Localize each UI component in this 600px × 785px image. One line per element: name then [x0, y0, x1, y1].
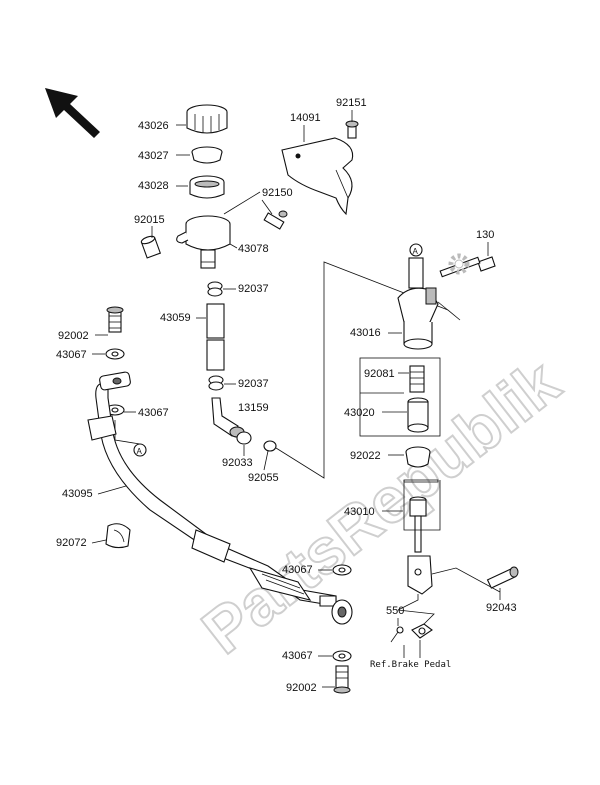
label-14091: 14091 [290, 112, 321, 124]
label-92037-lower: 92037 [238, 378, 269, 390]
label-92072: 92072 [56, 537, 87, 549]
piston-kit-box [359, 357, 441, 437]
svg-text:A: A [137, 447, 143, 456]
reservoir-cap-43026 [186, 104, 228, 134]
label-92002-lower: 92002 [286, 682, 317, 694]
label-43078: 43078 [238, 243, 269, 255]
front-direction-arrow-icon [45, 88, 100, 138]
circle-marker-a-lower: A [133, 443, 147, 457]
push-rod-43010 [409, 496, 427, 553]
svg-text:A: A [413, 247, 419, 256]
o-ring-92033 [236, 431, 252, 445]
circlip-92022 [405, 446, 431, 468]
circle-marker-a-upper: A [409, 243, 423, 257]
label-43095: 43095 [62, 488, 93, 500]
hose-clamp-92037-lower [208, 375, 224, 391]
o-ring-92055 [263, 440, 277, 452]
pin-92043 [486, 566, 519, 589]
gear-icon [448, 253, 470, 275]
washer [411, 623, 433, 639]
banjo-bolt-92002-upper [106, 306, 124, 333]
label-43026: 43026 [138, 120, 169, 132]
master-cylinder-43016 [397, 257, 439, 350]
diaphragm-43028 [189, 175, 225, 199]
clevis-joint [407, 555, 433, 595]
label-92002-upper: 92002 [58, 330, 89, 342]
washer-43067-c [332, 564, 352, 576]
label-92055: 92055 [248, 472, 279, 484]
piston-43020 [407, 397, 429, 433]
banjo-bolt-92002-lower [333, 665, 351, 694]
ref-brake-pedal-note: Ref.Brake Pedal [370, 660, 451, 670]
label-92151: 92151 [336, 97, 367, 109]
reservoir-hose-43059 [206, 303, 225, 371]
label-43059: 43059 [160, 312, 191, 324]
label-43067-c: 43067 [282, 564, 313, 576]
label-92150: 92150 [262, 187, 293, 199]
reservoir-43078 [176, 215, 231, 269]
label-92081: 92081 [364, 368, 395, 380]
label-43067-d: 43067 [282, 650, 313, 662]
banjo-fitting-lower [331, 599, 353, 625]
guard-14091 [281, 137, 354, 216]
label-92015: 92015 [134, 214, 165, 226]
label-43027: 43027 [138, 150, 169, 162]
spring-92081 [409, 365, 425, 393]
diaphragm-plate-43027 [191, 146, 223, 164]
label-43067-a: 43067 [56, 349, 87, 361]
label-92033: 92033 [222, 457, 253, 469]
label-550: 550 [386, 605, 404, 617]
cotter-pin-550 [390, 626, 404, 643]
washer-43067-d [332, 650, 352, 662]
watermark: PartsRepublik [189, 346, 573, 668]
hose-clamp-92037-upper [207, 281, 223, 297]
label-13159: 13159 [238, 402, 269, 414]
label-43067-b: 43067 [138, 407, 169, 419]
label-92037-upper: 92037 [238, 283, 269, 295]
label-43020: 43020 [344, 407, 375, 419]
label-92022: 92022 [350, 450, 381, 462]
bolt-92015 [140, 235, 162, 259]
label-43010: 43010 [344, 506, 375, 518]
label-43016: 43016 [350, 327, 381, 339]
bolt-92151 [345, 120, 359, 139]
screw-92150 [263, 210, 288, 230]
brake-hose-43095 [87, 371, 337, 607]
hose-clamp-92072 [105, 523, 131, 549]
label-130: 130 [476, 229, 494, 241]
washer-43067-a [105, 348, 125, 360]
label-92043: 92043 [486, 602, 517, 614]
label-43028: 43028 [138, 180, 169, 192]
